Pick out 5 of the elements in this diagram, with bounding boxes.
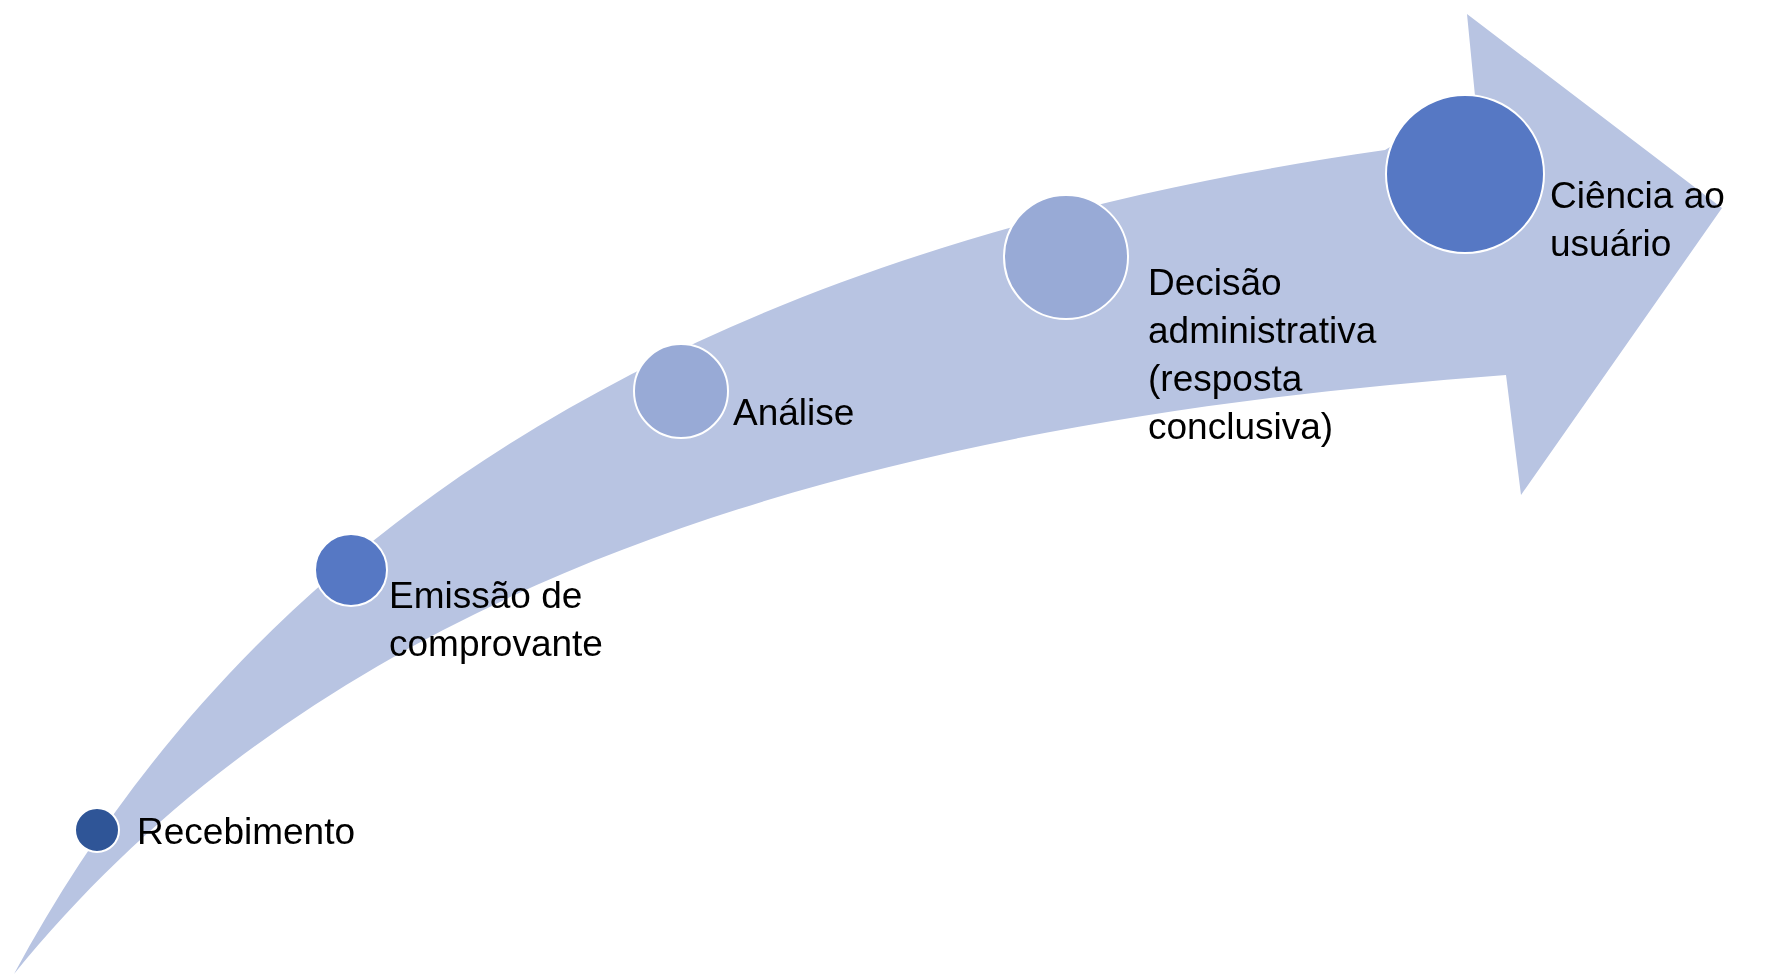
step-label: Decisão administrativa (resposta conclusiva) <box>1148 261 1378 450</box>
step-label: Análise <box>733 391 856 435</box>
step-label: Ciência ao usuário <box>1550 174 1726 267</box>
step-label: Emissão de comprovante <box>389 574 604 667</box>
step-label: Recebimento <box>137 810 356 854</box>
